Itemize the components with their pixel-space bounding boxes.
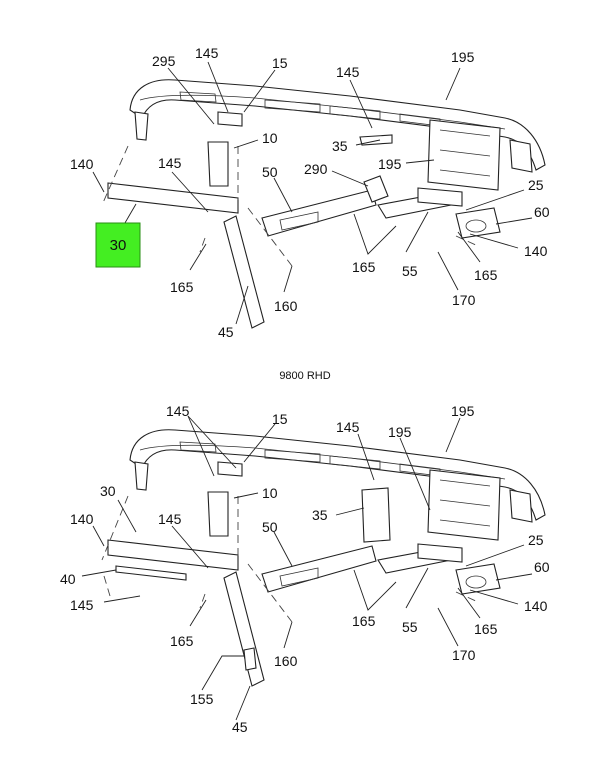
top-label-55: 55 — [402, 263, 418, 279]
top-label-195: 195 — [378, 156, 402, 172]
top-label-160: 160 — [274, 298, 298, 314]
bottom-label-170: 170 — [452, 647, 476, 663]
bottom-label-165: 165 — [474, 621, 498, 637]
top-label-25: 25 — [528, 177, 544, 193]
bottom-label-195: 195 — [388, 424, 412, 440]
top-part-60 — [455, 207, 501, 239]
bottom-dashboard-shell — [129, 429, 546, 541]
top-label-140: 140 — [524, 243, 548, 259]
top-part-50 — [261, 189, 377, 237]
bottom-label-145: 145 — [70, 597, 94, 613]
bottom-label-15: 15 — [272, 411, 288, 427]
bottom-part-25 — [417, 543, 463, 563]
top-label-60: 60 — [534, 204, 550, 220]
top-label-165: 165 — [352, 259, 376, 275]
bottom-part-35 — [361, 487, 391, 543]
bottom-diagram: 145 15 145 195 195 30 10 140 145 35 50 2… — [60, 403, 550, 735]
top-part-10 — [207, 141, 229, 187]
bottom-label-155: 155 — [190, 691, 214, 707]
bottom-label-140: 140 — [524, 598, 548, 614]
top-label-35: 35 — [332, 138, 348, 154]
bottom-label-195: 195 — [451, 403, 475, 419]
top-label-295: 295 — [152, 53, 176, 69]
top-label-165: 165 — [474, 267, 498, 283]
bottom-label-45: 45 — [232, 719, 248, 735]
highlight-label: 30 — [110, 237, 127, 254]
top-label-50: 50 — [262, 164, 278, 180]
bottom-label-145: 145 — [158, 511, 182, 527]
bottom-label-50: 50 — [262, 519, 278, 535]
bottom-label-30: 30 — [100, 483, 116, 499]
top-diagram: 295 145 15 145 195 10 35 140 145 290 195… — [70, 45, 550, 340]
bottom-label-165: 165 — [352, 613, 376, 629]
top-part-45 — [223, 215, 265, 329]
bottom-part-10 — [207, 491, 229, 537]
top-label-10: 10 — [262, 130, 278, 146]
bottom-part-45 — [223, 571, 265, 687]
top-part-290 — [363, 175, 389, 203]
top-label-290: 290 — [304, 161, 328, 177]
top-dashboard-shell — [129, 79, 546, 191]
bottom-part-60 — [455, 563, 501, 595]
top-label-15: 15 — [272, 55, 288, 71]
bottom-part-30 — [107, 539, 239, 571]
top-label-145: 145 — [336, 64, 360, 80]
top-label-140: 140 — [70, 156, 94, 172]
top-label-45: 45 — [218, 324, 234, 340]
top-label-145: 145 — [195, 45, 219, 61]
bottom-label-140: 140 — [70, 511, 94, 527]
bottom-label-60: 60 — [534, 559, 550, 575]
bottom-label-160: 160 — [274, 653, 298, 669]
bottom-label-55: 55 — [402, 619, 418, 635]
bottom-part-155 — [243, 647, 257, 671]
diagram-caption: 9800 RHD — [279, 370, 330, 382]
bottom-label-35: 35 — [312, 507, 328, 523]
bottom-part-40 — [115, 565, 187, 581]
top-label-195: 195 — [451, 49, 475, 65]
bottom-label-40: 40 — [60, 571, 76, 587]
bottom-label-10: 10 — [262, 485, 278, 501]
bottom-label-145: 145 — [166, 403, 190, 419]
bottom-part-50 — [261, 545, 377, 593]
bottom-label-145: 145 — [336, 419, 360, 435]
bottom-label-25: 25 — [528, 532, 544, 548]
top-label-165: 165 — [170, 279, 194, 295]
top-label-170: 170 — [452, 292, 476, 308]
top-part-195b — [417, 187, 463, 207]
top-label-145: 145 — [158, 155, 182, 171]
highlight-box[interactable] — [95, 222, 141, 268]
bottom-label-165: 165 — [170, 633, 194, 649]
top-part-30 — [107, 182, 239, 214]
highlight-callout-30[interactable]: 30 — [95, 222, 141, 268]
